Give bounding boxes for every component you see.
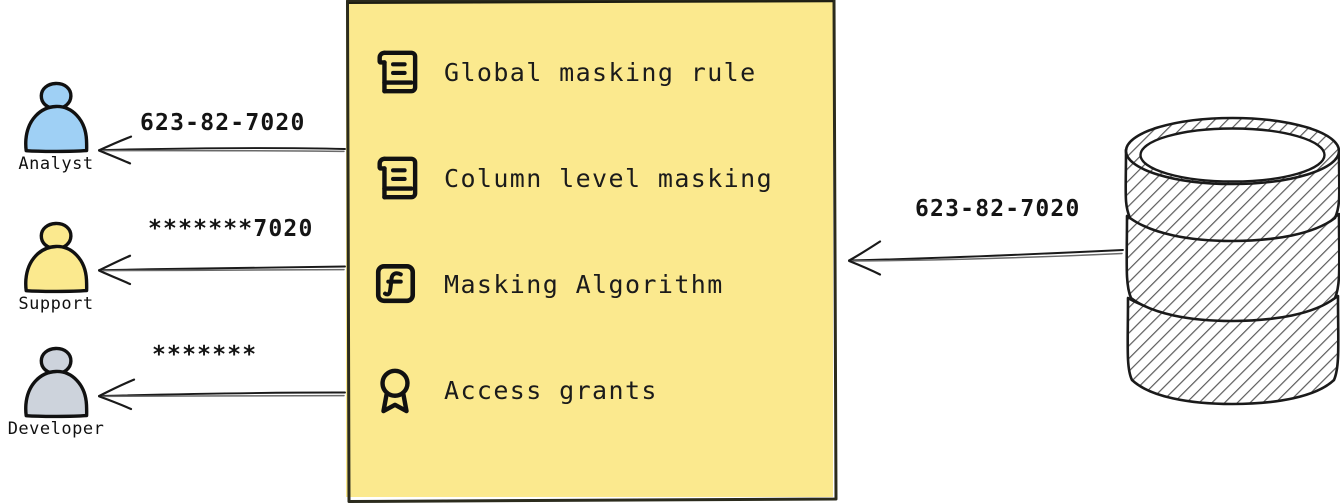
policy-item-global-masking-rule[interactable]: Global masking rule [372,46,832,98]
person-icon [24,221,89,294]
policy-item-list: Global masking rule Column level masking… [372,46,832,470]
policy-item-column-level-masking[interactable]: Column level masking [372,152,832,204]
flow-label-developer: ******* [152,342,258,368]
function-icon [375,263,416,304]
actor-label: Analyst [18,154,94,174]
arrow-left-icon-analyst [98,135,346,165]
ribbon-icon [380,368,410,414]
flow-label-database: 623-82-7020 [915,196,1081,222]
actor-support[interactable]: Support [2,218,110,313]
actor-label: Support [18,294,94,314]
actor-analyst[interactable]: Analyst [2,78,110,173]
person-icon [24,346,89,419]
flow-label-analyst: 623-82-7020 [140,110,306,136]
policy-item-label: Access grants [444,375,658,405]
policy-item-label: Global masking rule [444,57,757,87]
scroll-icon [377,156,418,200]
scroll-icon [377,50,418,94]
policy-item-label: Masking Algorithm [444,269,724,299]
arrow-left-icon-database [848,240,1124,276]
policy-item-access-grants[interactable]: Access grants [372,364,832,416]
arrow-left-icon-developer [98,378,346,411]
actor-label: Developer [7,419,105,439]
flow-label-support: *******7020 [148,216,314,242]
database-cylinder-icon[interactable] [1120,112,1340,408]
policy-item-masking-algorithm[interactable]: Masking Algorithm [372,258,832,310]
actor-developer[interactable]: Developer [2,343,110,438]
person-icon [24,81,89,154]
arrow-left-icon-support [98,254,346,286]
policy-item-label: Column level masking [444,163,774,193]
